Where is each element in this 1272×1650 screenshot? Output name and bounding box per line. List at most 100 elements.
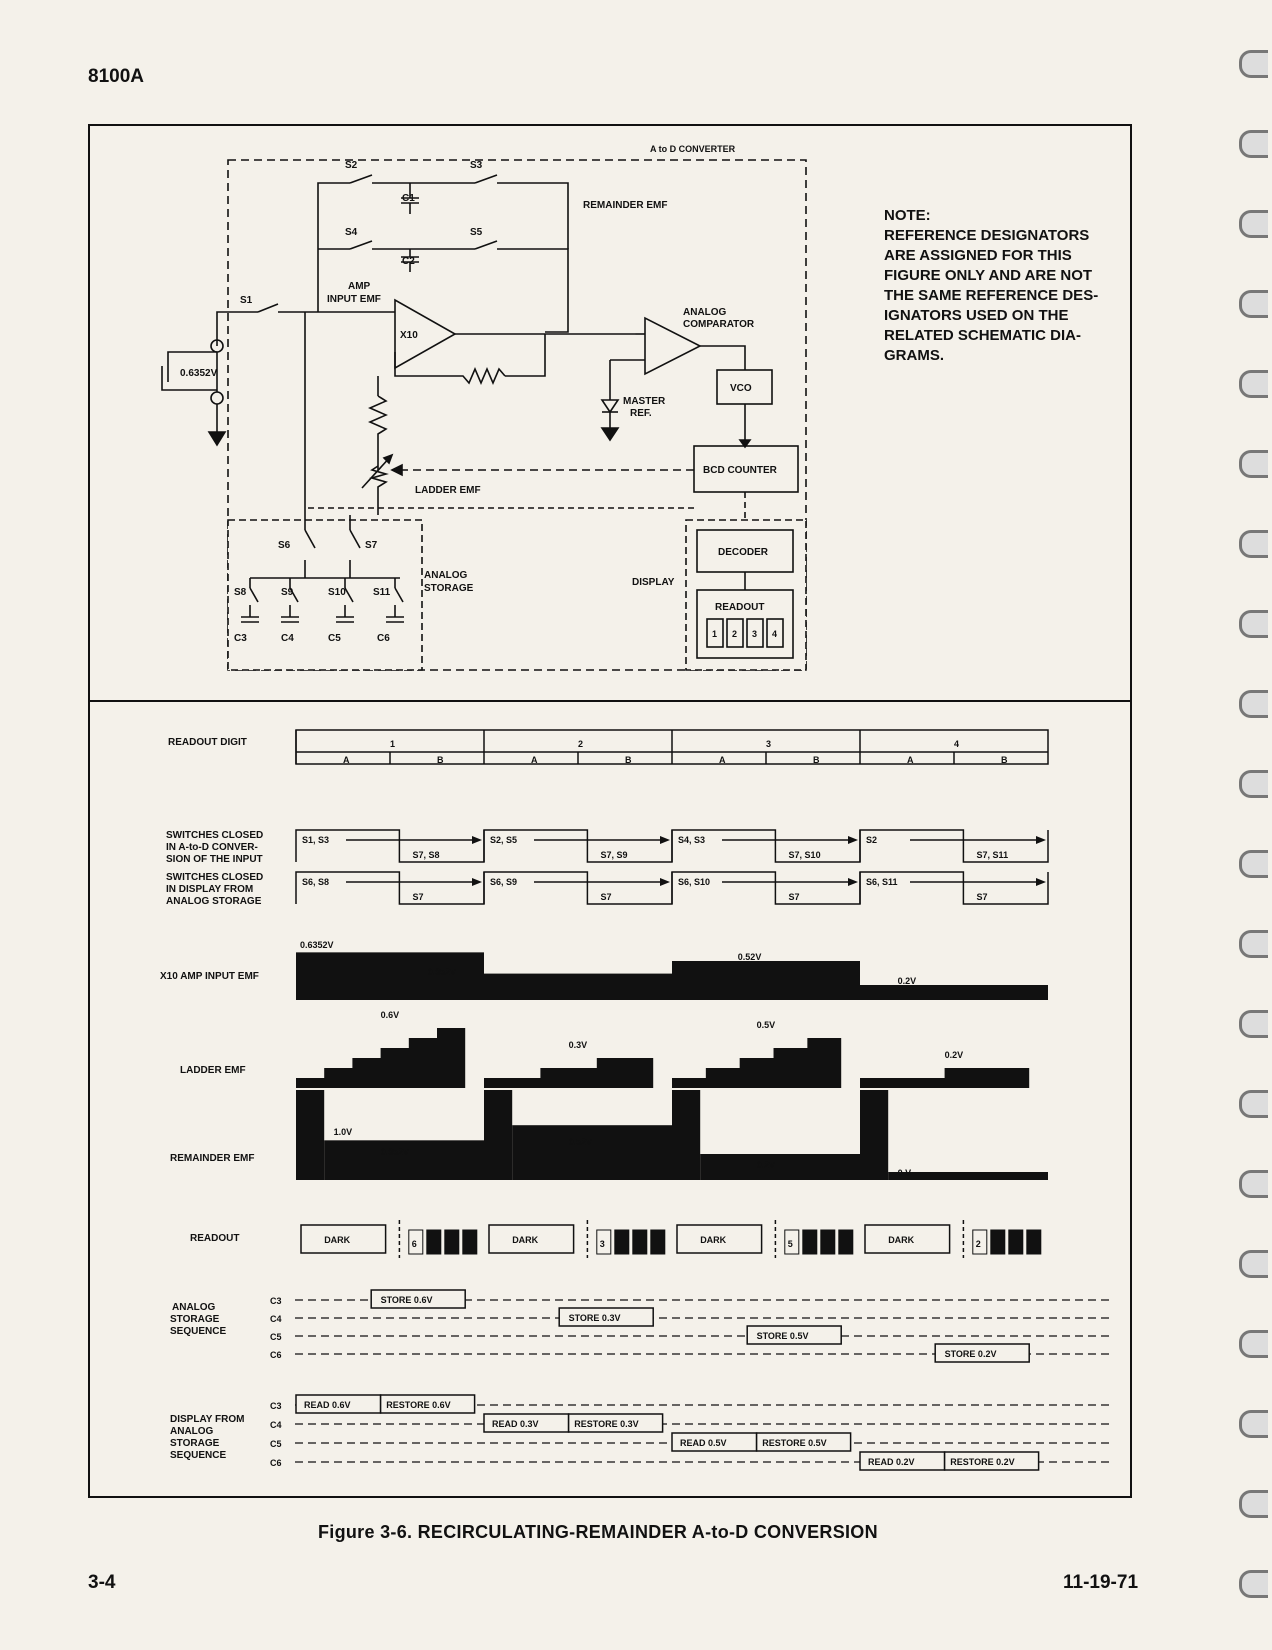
store-box [746,1325,842,1345]
readout-digit-1: 1 [712,629,717,639]
label-analog-storage-2: STORAGE [424,583,474,594]
ladder-step [672,1078,842,1088]
readout-digit: 3 [600,1239,605,1249]
display-box [685,519,807,671]
ladder-label: 0.5V [757,1020,776,1030]
disp-switch-arrowhead [1036,878,1046,886]
restore-box [755,1432,852,1452]
ladder-step [437,1028,466,1038]
store-box [558,1307,654,1327]
schematic [161,159,807,671]
readout-digit-cell [1008,1229,1024,1255]
ad-switch-waveform [859,829,1049,863]
x10-level [672,961,860,1000]
schematic-labels: A to D CONVERTER S2 S3 C1 REMAINDER EMF … [180,144,778,644]
label-master: MASTER [623,396,666,407]
cap-label: C3 [270,1401,282,1411]
remainder-level [512,1125,672,1180]
row-label: SWITCHES CLOSED [166,830,263,841]
ladder-label: 0.3V [569,1040,588,1050]
readout-digit-cell [1026,1229,1042,1255]
ladder-step [296,1078,466,1088]
ladder-step [484,1078,654,1088]
readout-digit-cell [838,1229,854,1255]
phase-label-b: B [1001,755,1008,765]
x10-label: 0.52V [738,952,762,962]
bcd-counter-block [693,445,799,493]
ladder-step [596,1058,654,1068]
analog-storage-box [227,519,423,671]
label-amp: AMP [348,281,371,292]
ladder-label: 0.2V [945,1050,964,1060]
x10-label: 0.352V [428,967,457,977]
page-number: 3-4 [88,1572,116,1593]
converter-boundary [227,159,807,671]
restore-label: RESTORE 0.2V [950,1457,1014,1467]
ad-switch-arrowhead [472,836,482,844]
note-line: RELATED SCHEMATIC DIA- [884,327,1081,344]
readout-digit-cell [820,1229,836,1255]
note-line: NOTE: [884,207,931,224]
read-label: READ 0.5V [680,1438,727,1448]
readout-digit: 6 [412,1239,417,1249]
readout-digit-cell [596,1229,612,1255]
label-s4: S4 [345,227,358,238]
remainder-spike [860,1090,889,1180]
converter-title: A to D CONVERTER [650,144,736,154]
store-box [934,1343,1030,1363]
row-label-readout-digit: READOUT DIGIT [168,737,247,748]
label-c3: C3 [234,633,247,644]
row-label: IN DISPLAY FROM [166,884,253,895]
digit-label: 4 [954,739,959,749]
ladder-step [324,1068,466,1078]
restore-label: RESTORE 0.6V [386,1400,450,1410]
restore-box [567,1413,664,1433]
ad-switch-arrowhead [848,836,858,844]
ad-switch-a: S1, S3 [302,835,329,845]
ladder-step [540,1068,654,1078]
ad-switch-arrowhead [660,836,670,844]
readout-dark: DARK [324,1235,350,1245]
row-label: ANALOG STORAGE [166,896,262,907]
row-label: SION OF THE INPUT [166,854,263,865]
row-label: DISPLAY FROM [170,1414,244,1425]
note-line: REFERENCE DESIGNATORS [884,227,1089,244]
disp-switch-arrowhead [472,878,482,886]
figure-divider [88,700,1132,702]
remainder-spike [484,1090,513,1180]
readout-digit: 2 [976,1239,981,1249]
row-label: SWITCHES CLOSED [166,872,263,883]
readout-dark-box [488,1224,575,1254]
readout-dark: DARK [700,1235,726,1245]
readout-digit-cell [462,1229,478,1255]
cap-label: C4 [270,1420,282,1430]
readout-digit-cell [444,1229,460,1255]
label-x10: X10 [400,330,418,341]
readout-digit-cell [990,1229,1006,1255]
row-label: SEQUENCE [170,1326,226,1337]
disp-switch-a: S6, S9 [490,877,517,887]
x10-label: 0.2V [898,976,917,986]
readout-dark-box [676,1224,763,1254]
store-box [370,1289,466,1309]
ad-switch-b: S7, S10 [789,850,821,860]
label-decoder: DECODER [718,547,769,558]
ladder-step [944,1068,1030,1078]
label-s1: S1 [240,295,253,306]
read-label: READ 0.2V [868,1457,915,1467]
row-label: ANALOG [172,1302,216,1313]
label-c4: C4 [281,633,294,644]
readout-digit-cell [426,1229,442,1255]
label-c2: C2 [402,256,415,267]
x10-level [296,952,484,1000]
remainder-label: 0.352V [381,1147,410,1157]
disp-switch-a: S6, S11 [866,877,898,887]
page-header: 8100A [88,66,144,87]
cap-label: C5 [270,1332,282,1342]
label-display: DISPLAY [632,577,675,588]
disp-switch-a: S6, S8 [302,877,329,887]
remainder-spike [672,1090,701,1180]
readout-dark-box [300,1224,387,1254]
